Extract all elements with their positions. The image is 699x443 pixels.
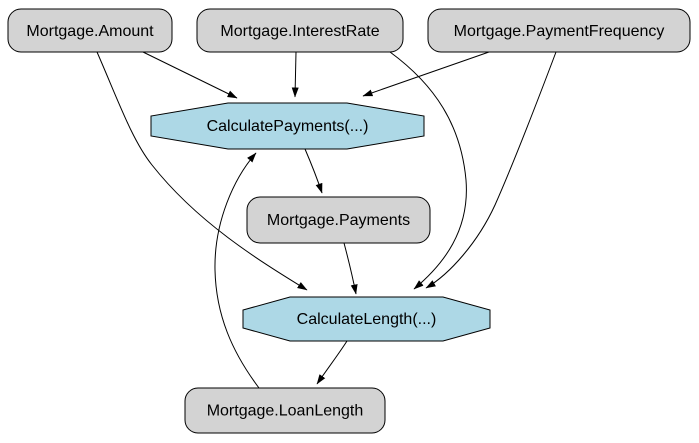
function-node-shape: [150, 102, 425, 150]
function-node-shape: [242, 296, 491, 342]
node-calculate-length: CalculateLength(...): [242, 296, 491, 342]
edge-calculatelength-to-loanlength: [316, 340, 348, 385]
edge-layer: [96, 51, 557, 389]
node-label-mortgage-loan-length: Mortgage.LoanLength: [207, 403, 364, 420]
variable-node-shape: [246, 196, 431, 244]
node-mortgage-payment-frequency: Mortgage.PaymentFrequency: [427, 8, 691, 53]
node-label-calculate-length: CalculateLength(...): [297, 311, 437, 328]
node-mortgage-amount: Mortgage.Amount: [7, 8, 173, 53]
edge-payments-to-calculatelength: [343, 242, 358, 295]
node-mortgage-payments: Mortgage.Payments: [246, 196, 431, 244]
edge-calculatepayments-to-payments: [304, 148, 323, 194]
node-label-mortgage-interest-rate: Mortgage.InterestRate: [220, 23, 379, 40]
node-label-calculate-payments: CalculatePayments(...): [207, 118, 369, 135]
node-mortgage-interest-rate: Mortgage.InterestRate: [196, 8, 404, 53]
node-mortgage-loan-length: Mortgage.LoanLength: [184, 387, 386, 434]
edge-amount-to-calculatepayments: [142, 51, 238, 99]
variable-node-shape: [7, 8, 173, 53]
edge-interestrate-to-calculatelength: [389, 51, 467, 290]
edge-interestrate-to-calculatepayments: [291, 51, 299, 98]
variable-node-shape: [196, 8, 404, 53]
node-calculate-payments: CalculatePayments(...): [150, 102, 425, 150]
node-layer: Mortgage.Amount Mortgage.InterestRate Mo…: [7, 8, 691, 434]
node-label-mortgage-payment-frequency: Mortgage.PaymentFrequency: [454, 23, 665, 40]
node-label-mortgage-amount: Mortgage.Amount: [26, 23, 154, 40]
edge-paymentfrequency-to-calculatelength: [425, 51, 557, 289]
variable-node-shape: [184, 387, 386, 434]
edge-loanlength-to-calculatepayments: [214, 152, 260, 389]
edge-amount-to-calculatelength: [96, 51, 308, 291]
variable-node-shape: [427, 8, 691, 53]
node-label-mortgage-payments: Mortgage.Payments: [267, 212, 410, 229]
edge-paymentfrequency-to-calculatepayments: [362, 51, 490, 97]
